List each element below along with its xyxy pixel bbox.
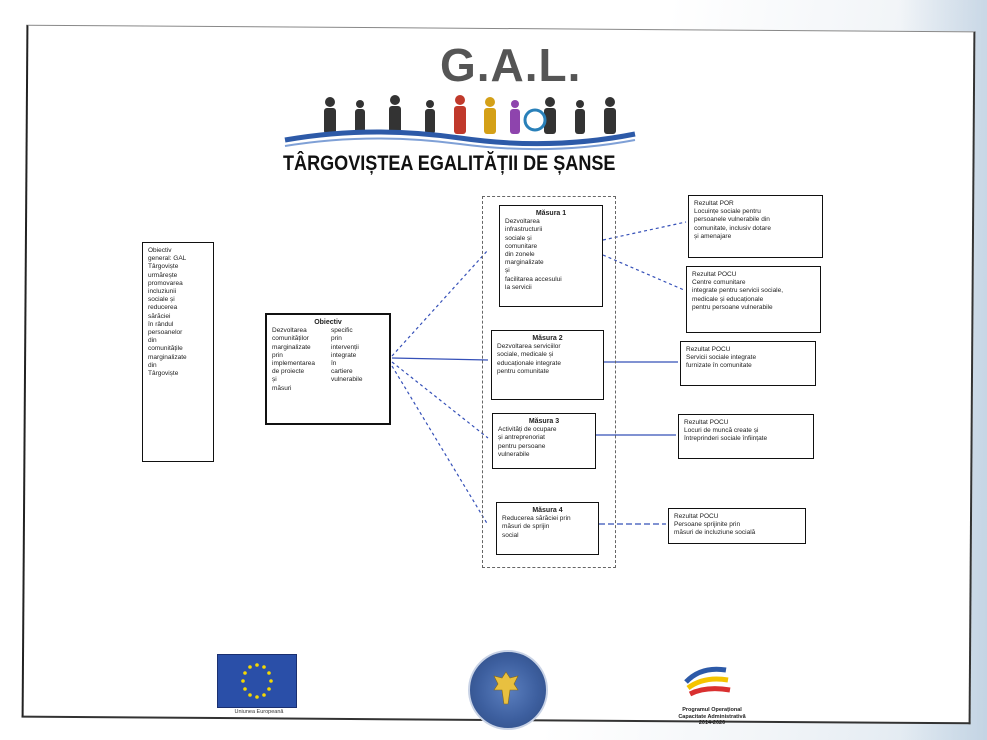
specific-objective-box: Obiectiv Dezvoltarea comunităților margi… — [265, 313, 391, 425]
general-objective-text: Obiectiv general: GAL Târgoviște urmăreș… — [148, 247, 187, 378]
result-text: Rezultat POCU Centre comunitare integrat… — [692, 271, 784, 311]
poca-logo-icon — [684, 666, 731, 697]
measure-box-4: Măsura 4 Reducerea sărăciei prin măsuri … — [496, 502, 599, 555]
eu-stars-icon — [241, 663, 273, 699]
measure-heading: Măsura 3 — [528, 418, 560, 425]
measure-text: Reducerea sărăciei prin măsuri de spriji… — [502, 515, 571, 539]
result-box-2: Rezultat POCU Centre comunitare integrat… — [686, 266, 821, 333]
specific-objective-text-left: Dezvoltarea comunităților marginalizate … — [272, 327, 315, 392]
result-text: Rezultat POCU Persoane sprijinite prin m… — [674, 513, 756, 537]
poca-caption: Programul Operațional Capacitate Adminis… — [664, 707, 760, 727]
measure-text: Dezvoltarea infrastructurii sociale și c… — [505, 218, 562, 291]
measure-heading: Măsura 2 — [532, 335, 563, 342]
result-box-1: Rezultat POR Locuințe sociale pentru per… — [688, 195, 823, 258]
people-silhouettes-icon — [324, 95, 616, 134]
blue-wave-icon — [284, 129, 636, 151]
measure-heading: Măsura 1 — [535, 210, 567, 217]
measure-text: Activități de ocupare și antreprenoriat … — [498, 426, 557, 458]
measures-frame — [482, 196, 616, 568]
measure-heading: Măsura 4 — [532, 507, 563, 514]
result-text: Rezultat POCU Servicii sociale integrate… — [686, 346, 757, 370]
specific-objective-heading: Obiectiv — [314, 319, 342, 326]
poca-caption-text: Programul Operațional Capacitate Adminis… — [678, 707, 746, 726]
eu-flag-icon — [217, 654, 297, 708]
measure-text: Dezvoltarea serviciilor sociale, medical… — [497, 343, 561, 375]
general-objective-box: Obiectiv general: GAL Târgoviște urmăreș… — [142, 242, 214, 462]
measure-box-3: Măsura 3 Activități de ocupare și antrep… — [492, 413, 596, 469]
measure-box-1: Măsura 1 Dezvoltarea infrastructurii soc… — [499, 205, 603, 307]
eagle-icon — [493, 671, 519, 705]
result-text: Rezultat POR Locuințe sociale pentru per… — [694, 200, 771, 240]
measure-box-2: Măsura 2 Dezvoltarea serviciilor sociale… — [491, 330, 604, 400]
subtitle: TÂRGOVIȘTEA EGALITĂȚII DE ȘANSE — [283, 152, 616, 175]
specific-objective-text-right: specific prin intervenții integrate în c… — [331, 327, 363, 384]
eu-caption: Uniunea Europeană — [234, 709, 284, 715]
result-text: Rezultat POCU Locuri de muncă create și … — [684, 419, 768, 443]
result-box-3: Rezultat POCU Servicii sociale integrate… — [680, 341, 816, 386]
result-box-4: Rezultat POCU Locuri de muncă create și … — [678, 414, 814, 459]
result-box-5: Rezultat POCU Persoane sprijinite prin m… — [668, 508, 806, 544]
